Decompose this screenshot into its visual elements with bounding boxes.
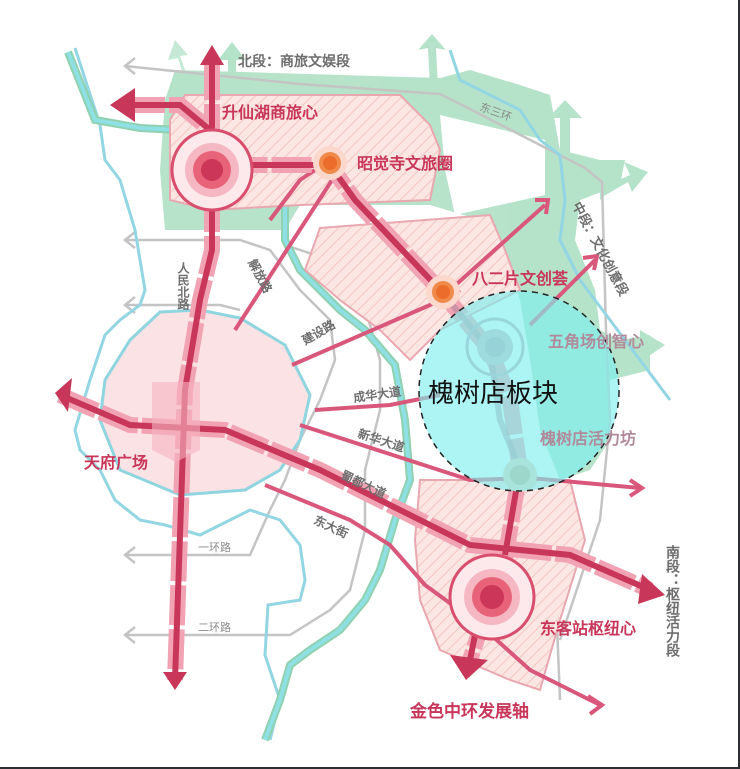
segment-north-label: 北段：商旅文娱段 [238,53,350,70]
axis-arrowheads [55,45,665,690]
node-bairpian[interactable] [426,275,460,309]
rivers [73,47,672,741]
zone-label-tianfu: 天府广场 [84,453,148,472]
secondary-arrowheads [535,198,646,716]
segment-south-label: 南段：枢纽活力段 [664,544,680,658]
green-gap [440,115,545,215]
dongdajie-road [264,483,601,707]
node-dongkezhan[interactable] [448,553,536,641]
block-title: 槐树店板块 [428,379,558,409]
node-label-huaishudian: 槐树店活力坊 [539,429,636,448]
node-label-wujiaochang: 五角场创智心 [548,332,644,351]
dongsanhuan-road [124,64,612,641]
node-zhaojuesi[interactable] [313,146,347,180]
jiefang-road [233,158,347,332]
axis-label: 金色中环发展轴 [409,701,529,722]
road-label-erhuan: 二环路 [198,621,231,634]
road-label-yihuan: 一环路 [198,541,231,554]
node-label-dongkezhan: 东客站枢纽心 [540,619,636,638]
road-label-renminbei: 人民北路 [176,261,190,311]
node-label-zhaojuesi: 昭觉寺文旅圈 [357,154,453,173]
road-label-chenghua: 成华大道 [352,383,402,405]
node-shengxianhu[interactable] [170,128,254,212]
huaishudian-block-highlight[interactable] [418,290,620,492]
tianfu-cross-highlight [152,382,200,462]
node-label-bairpian: 八二片文创荟 [471,269,569,288]
zone-middle [303,213,522,362]
node-label-shengxianhu: 升仙湖商旅心 [222,103,318,122]
